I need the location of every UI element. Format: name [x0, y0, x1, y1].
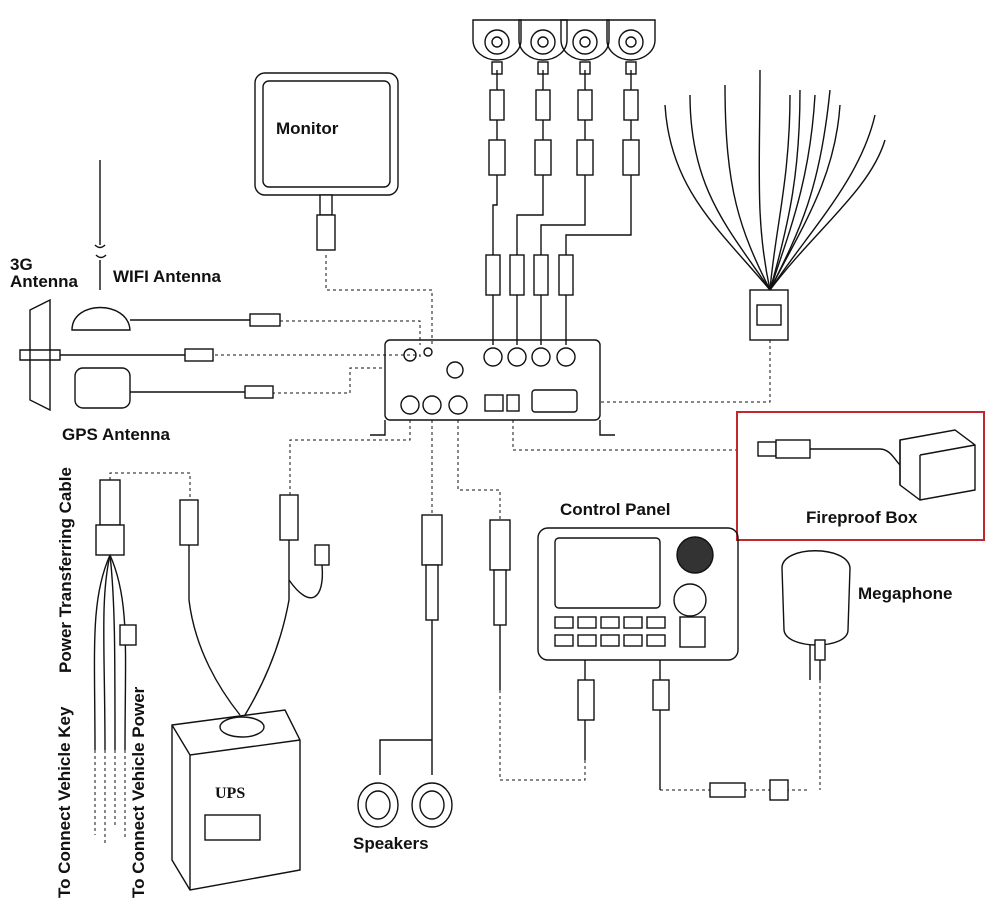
wire-harness [664, 69, 886, 341]
monitor-label: Monitor [276, 119, 339, 138]
gps-antenna-label: GPS Antenna [62, 425, 170, 444]
connection-lines [94, 255, 821, 845]
connect-vehicle-power-label: To Connect Vehicle Power [129, 686, 148, 898]
ups-unit [171, 709, 301, 891]
power-transferring-cable-label: Power Transferring Cable [56, 467, 75, 673]
monitor-unit [254, 72, 399, 251]
camera-cables [492, 70, 632, 345]
fireproof-highlight-frame [736, 411, 985, 541]
camera-1 [472, 19, 522, 75]
fireproof-box-device [757, 429, 976, 501]
fireproof-box-label: Fireproof Box [806, 508, 918, 527]
camera-3 [560, 19, 610, 75]
speaker-right [411, 782, 453, 828]
dvr-unit [370, 339, 615, 436]
megaphone-label: Megaphone [858, 584, 953, 603]
3g-antenna-device [19, 298, 214, 412]
megaphone-device [781, 550, 851, 680]
camera-connectors [485, 89, 640, 296]
wifi-antenna-label: WIFI Antenna [113, 267, 221, 286]
camera-2 [518, 19, 568, 75]
speakers-label: Speakers [353, 834, 429, 853]
camera-4 [606, 19, 656, 75]
connect-vehicle-key-label: To Connect Vehicle Key [55, 706, 74, 898]
speaker-left [357, 782, 399, 828]
speaker-cables [379, 514, 511, 775]
3g-antenna-label-line1: 3G [10, 255, 33, 274]
control-panel-device [537, 527, 789, 801]
power-cable-device [93, 479, 137, 751]
gps-antenna-device [74, 367, 274, 409]
ups-label: UPS [215, 785, 246, 802]
control-panel-label: Control Panel [560, 500, 671, 519]
wifi-antenna-device [71, 160, 281, 331]
ups-cables [179, 494, 330, 716]
3g-antenna-label-line2: Antenna [10, 272, 78, 291]
